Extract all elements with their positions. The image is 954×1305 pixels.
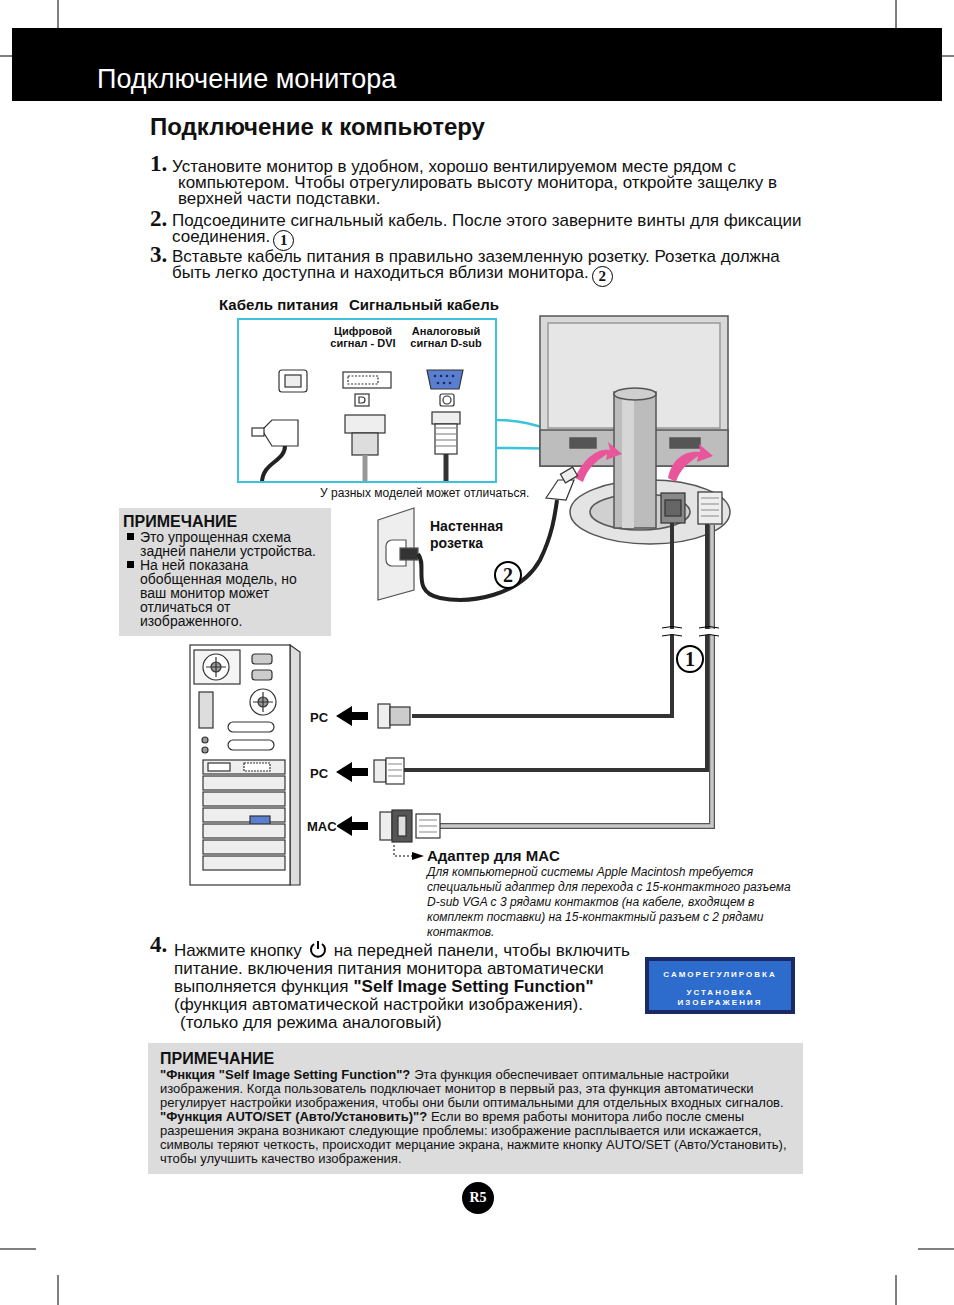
osd-message: САМОРЕГУЛИРОВКА УСТАНОВКА ИЗОБРАЖЕНИЯ	[645, 957, 795, 1014]
node-text: R5	[469, 1190, 486, 1205]
step-number: 2.	[150, 207, 167, 231]
node-text: 1	[280, 232, 288, 248]
note-box: ПРИМЕЧАНИЕЭто упрощенная схема задней па…	[119, 508, 331, 636]
function-name: "Self Image Setting Function"	[354, 977, 594, 996]
step-text: Установите монитор в удобном, хорошо вен…	[172, 159, 808, 207]
node-text: 2	[503, 564, 513, 586]
callout-number: 2	[494, 561, 522, 589]
power-icon	[307, 939, 329, 959]
header-band: Подключение монитора	[12, 28, 942, 101]
note-box: ПРИМЕЧАНИЕ"Фнкция "Self Image Setting Fu…	[148, 1043, 803, 1174]
step-paragraph: Подсоедините сигнальный кабель. После эт…	[172, 213, 802, 251]
node-text: Цифровой сигнал - DVI	[326, 325, 400, 349]
power-plug	[546, 467, 578, 500]
node-text: САМОРЕГУЛИРОВКА	[649, 970, 791, 980]
monitor-back	[540, 316, 730, 544]
node-text: Подключение монитора	[97, 64, 396, 94]
signal-cables	[404, 522, 712, 826]
port-label: PC	[310, 710, 328, 725]
cable-label: Кабель питания	[219, 296, 338, 313]
connector-icons	[252, 370, 463, 483]
socket-label: Настенная розетка	[430, 518, 520, 552]
wall-socket	[378, 508, 418, 600]
step-number: 3.	[150, 243, 167, 267]
step-text: Подсоедините сигнальный кабель. После эт…	[172, 211, 802, 246]
port-label: MAC	[307, 819, 337, 834]
bullet	[127, 561, 134, 568]
step-number: 1.	[150, 152, 167, 176]
pc-tower	[190, 645, 300, 885]
connector-inset: Цифровой сигнал - DVI Аналоговый сигнал D…	[237, 318, 497, 483]
page-number: R5	[462, 1182, 494, 1214]
note-text: Это упрощенная схема задней панели устро…	[123, 530, 327, 558]
direction-arrows	[336, 706, 368, 836]
adapter-label: Адаптер для MAC	[427, 847, 560, 864]
monitor-plugs	[661, 492, 722, 524]
note-heading: ПРИМЕЧАНИЕ	[160, 1050, 791, 1068]
step-paragraph: Нажмите кнопкуна передней панели, чтобы …	[174, 939, 644, 1032]
step-text: (функция автоматической настройки изобра…	[174, 995, 583, 1014]
note-text: На ней показана обобщенная модель, но ва…	[123, 558, 327, 628]
node-text: УСТАНОВКА ИЗОБРАЖЕНИЯ	[649, 988, 791, 1008]
bullet	[127, 533, 134, 540]
page-title: Подключение к компьютеру	[150, 113, 485, 141]
port-label: PC	[310, 766, 328, 781]
note-text: "Фнкция "Self Image Setting Function"?	[160, 1067, 410, 1082]
model-note: У разных моделей может отличаться.	[320, 486, 529, 500]
step-number: 4.	[150, 933, 167, 957]
step-text: (только для режима аналоговый)	[174, 1014, 644, 1032]
note-text: "Функция AUTO/SET (Авто/Установить)"?	[160, 1109, 427, 1124]
cable-label: Сигнальный кабель	[349, 296, 499, 313]
adapter-description: Для компьютерной системы Apple Macintosh…	[427, 865, 802, 940]
callout-number: 1	[676, 645, 704, 673]
note-heading: ПРИМЕЧАНИЕ	[123, 513, 327, 530]
node-text: 2	[598, 268, 606, 284]
callout-number: 2	[592, 266, 613, 287]
node-text: 1	[685, 648, 695, 670]
step-text: Нажмите кнопку	[174, 941, 302, 960]
step-text: Вставьте кабель питания в правильно зазе…	[172, 247, 780, 282]
node-text: Аналоговый сигнал D-sub	[409, 325, 483, 349]
plug-arrows	[575, 442, 713, 482]
pc-plugs	[374, 704, 440, 842]
step-paragraph: Вставьте кабель питания в правильно зазе…	[172, 249, 802, 287]
